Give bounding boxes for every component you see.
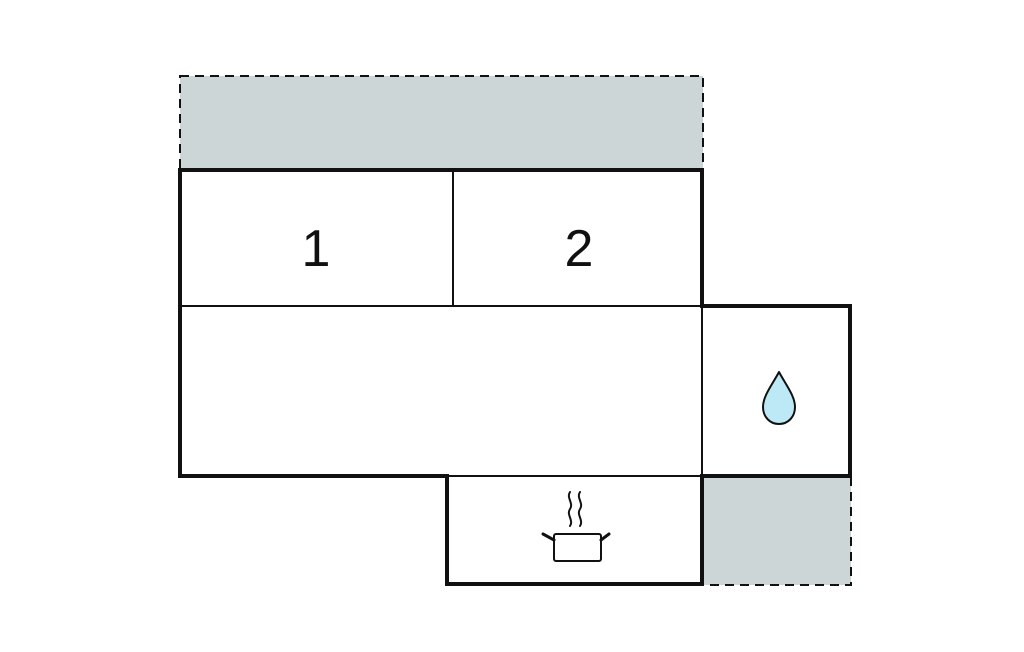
cooking-pot-icon [541,491,611,562]
floor-fill [180,170,850,584]
room-label-2: 2 [565,220,594,278]
terrace-bottom-right [701,475,852,586]
exterior-wall [178,168,852,586]
room-label-1: 1 [302,220,331,278]
water-drop-icon [762,371,796,425]
terrace-top [179,75,704,170]
